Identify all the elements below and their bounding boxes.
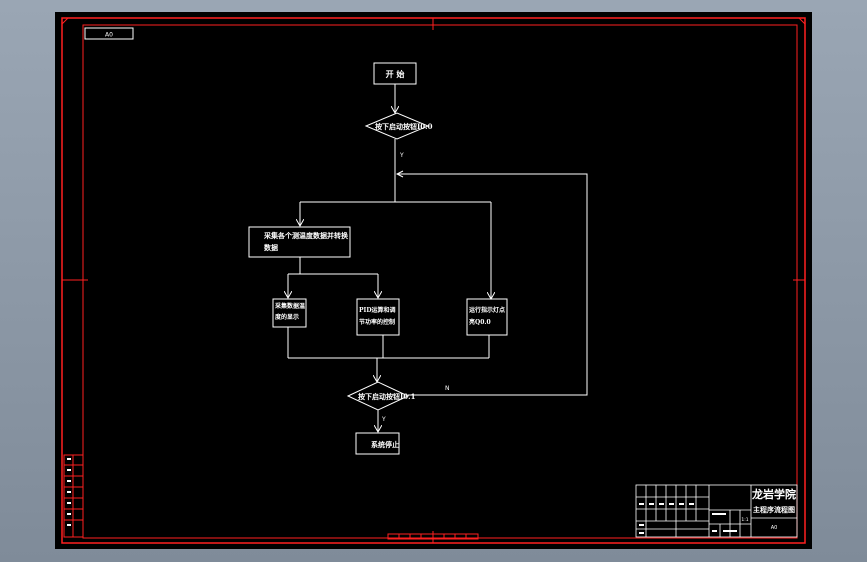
- title-block-small-marks: [639, 503, 737, 534]
- drawing-canvas: [55, 12, 812, 549]
- bottom-scale: [387, 533, 479, 540]
- yes-label-2: Y: [381, 416, 386, 423]
- yes-label-1: Y: [399, 152, 404, 159]
- display-label-wrap: 采集数据温度的显示: [275, 303, 306, 321]
- loop-back-arrowhead: [395, 170, 404, 178]
- sheet-tag-box: [84, 27, 134, 40]
- drawing-frame: [61, 17, 806, 544]
- run-light-label: 运行指示灯点亮Q0.0: [469, 307, 506, 326]
- no-label: N: [445, 385, 450, 392]
- flowchart: [248, 62, 588, 455]
- collect-label: 采集各个测温度数据并转换数据: [264, 231, 348, 252]
- start-label: 开 始: [386, 69, 405, 79]
- title-block: [635, 484, 798, 538]
- decision-stop-label: 按下启动按钮I0.1: [358, 392, 416, 401]
- revision-strip: [63, 454, 84, 538]
- revision-strip-marks: [67, 458, 71, 526]
- scale-label: 1:1: [741, 517, 748, 523]
- sheet-tag-label: A0: [105, 32, 113, 39]
- end-box: [355, 432, 400, 455]
- decision-stop: [346, 381, 410, 411]
- run-light-box: [466, 298, 508, 336]
- decision-start: [364, 112, 430, 140]
- title-sheet-tag: A0: [771, 525, 778, 531]
- run-light-label-wrap: 运行指示灯点亮Q0.0: [469, 307, 506, 326]
- collect-label-wrap: 采集各个测温度数据并转换数据: [264, 231, 348, 252]
- drawing-name: 主程序流程图: [753, 505, 795, 514]
- pid-label: PID运算和调节功率的控制: [359, 307, 396, 326]
- school-name: 龙岩学院: [751, 487, 796, 501]
- end-label: 系统停止: [371, 440, 399, 449]
- display-box: [272, 298, 307, 328]
- pid-label-wrap: PID运算和调节功率的控制: [359, 307, 396, 326]
- decision-start-label: 按下启动按钮I0.0: [375, 122, 433, 131]
- display-label: 采集数据温度的显示: [275, 303, 306, 321]
- pid-box: [356, 298, 400, 336]
- loop-back-line: [397, 173, 588, 396]
